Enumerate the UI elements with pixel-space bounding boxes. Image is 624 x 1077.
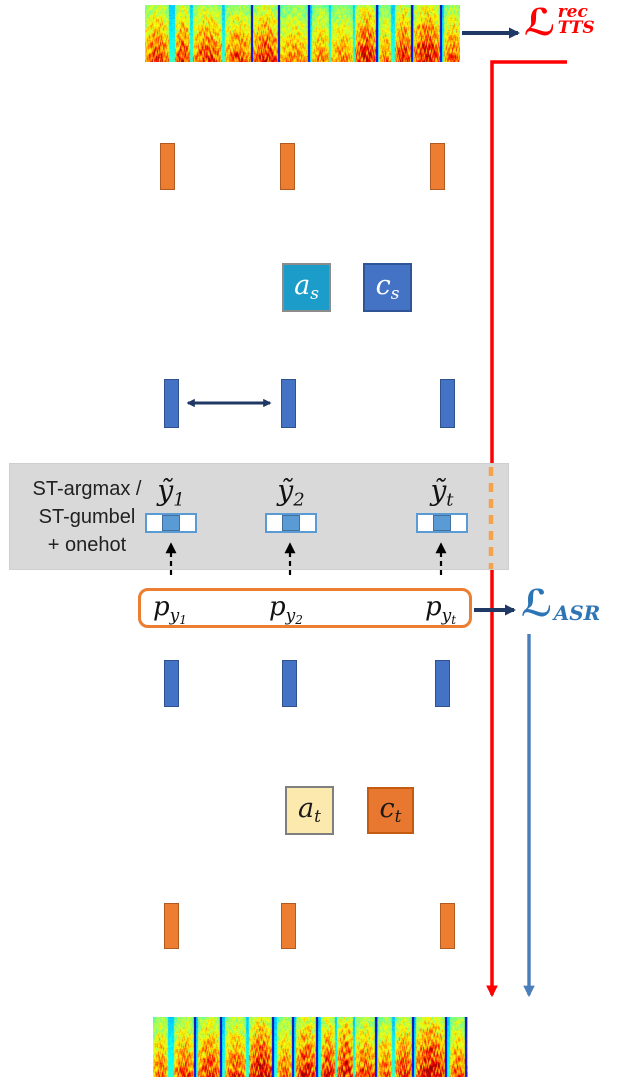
bottom-spectrogram-image	[153, 1017, 468, 1077]
decoder-frame-bar	[160, 143, 175, 190]
onehot-cell	[267, 515, 283, 531]
onehot-vector-3	[416, 513, 468, 533]
onehot-cell	[179, 515, 195, 531]
onehot-cell	[450, 515, 466, 531]
y2-base: ỹ	[277, 474, 294, 507]
encoder-frame-bar	[435, 660, 450, 707]
asr-loss-script-l: ℒ	[521, 582, 553, 625]
at-subscript: t	[314, 807, 321, 828]
encoder-frame-bar	[164, 379, 179, 428]
context-block-ct: ct	[367, 787, 414, 834]
pyt-base: p	[425, 592, 442, 622]
py1-subsub: 1	[179, 613, 187, 627]
onehot-cell	[299, 515, 315, 531]
cs-subscript: s	[390, 284, 400, 305]
onehot-active-cell	[433, 515, 451, 531]
yt-base: ỹ	[430, 474, 447, 507]
py1-base: p	[153, 592, 170, 622]
token-probability-box: py1 py2 pyt	[138, 588, 472, 628]
at-label: a	[298, 792, 315, 824]
onehot-active-cell	[282, 515, 300, 531]
y1-base: ỹ	[157, 474, 174, 507]
as-subscript: s	[310, 284, 319, 305]
onehot-label-yt: ỹt	[410, 474, 474, 511]
onehot-cell	[418, 515, 434, 531]
st-label-line-1: ST-argmax /	[32, 478, 142, 500]
decoder-frame-bar	[430, 143, 445, 190]
tts-loss-superscript: rec	[557, 2, 588, 22]
asr-loss-subscript: ASR	[553, 601, 601, 625]
onehot-vector-2	[265, 513, 317, 533]
py2-sub: y	[285, 605, 296, 626]
st-label-line-3: + onehot	[47, 534, 127, 556]
prob-label-py2: py2	[269, 593, 303, 627]
onehot-cell	[147, 515, 163, 531]
attention-block-at: at	[285, 786, 334, 835]
encoder-frame-bar	[164, 660, 179, 707]
ct-label: c	[379, 792, 395, 824]
onehot-vector-1	[145, 513, 197, 533]
encoder-frame-bar	[440, 379, 455, 428]
prob-label-pyt: pyt	[425, 593, 456, 627]
decoder-frame-bar	[440, 903, 455, 949]
ct-subscript: t	[394, 807, 402, 828]
prob-label-py1: py1	[153, 593, 187, 627]
decoder-frame-bar	[164, 903, 179, 949]
py1-sub: y	[169, 605, 180, 626]
context-block-cs: cs	[363, 263, 412, 312]
tts-reconstruction-loss-label: ℒ rec TTS	[524, 1, 595, 44]
st-quantization-label: ST-argmax / ST-gumbel + onehot	[20, 475, 154, 559]
y1-subscript: 1	[173, 489, 185, 511]
onehot-label-y1: ỹ1	[139, 474, 203, 511]
as-label: a	[294, 269, 311, 301]
onehot-label-y2: ỹ2	[259, 474, 323, 511]
tts-loss-script-l: ℒ	[524, 1, 556, 44]
cs-label: c	[375, 269, 391, 301]
py2-subsub: 2	[295, 613, 303, 627]
decoder-frame-bar	[281, 903, 296, 949]
encoder-frame-bar	[281, 379, 296, 428]
attention-block-as: as	[282, 263, 331, 312]
yt-subscript: t	[446, 489, 454, 511]
top-spectrogram-image	[145, 5, 460, 62]
encoder-frame-bar	[282, 660, 297, 707]
st-label-line-2: ST-gumbel	[38, 506, 136, 528]
asr-loss-label: ℒ ASR	[521, 585, 600, 625]
y2-subscript: 2	[293, 489, 305, 511]
py2-base: p	[269, 592, 286, 622]
onehot-active-cell	[162, 515, 180, 531]
pyt-subsub: t	[451, 613, 457, 627]
tts-loss-subscript: TTS	[557, 18, 595, 38]
pyt-sub: y	[441, 605, 452, 626]
decoder-frame-bar	[280, 143, 295, 190]
